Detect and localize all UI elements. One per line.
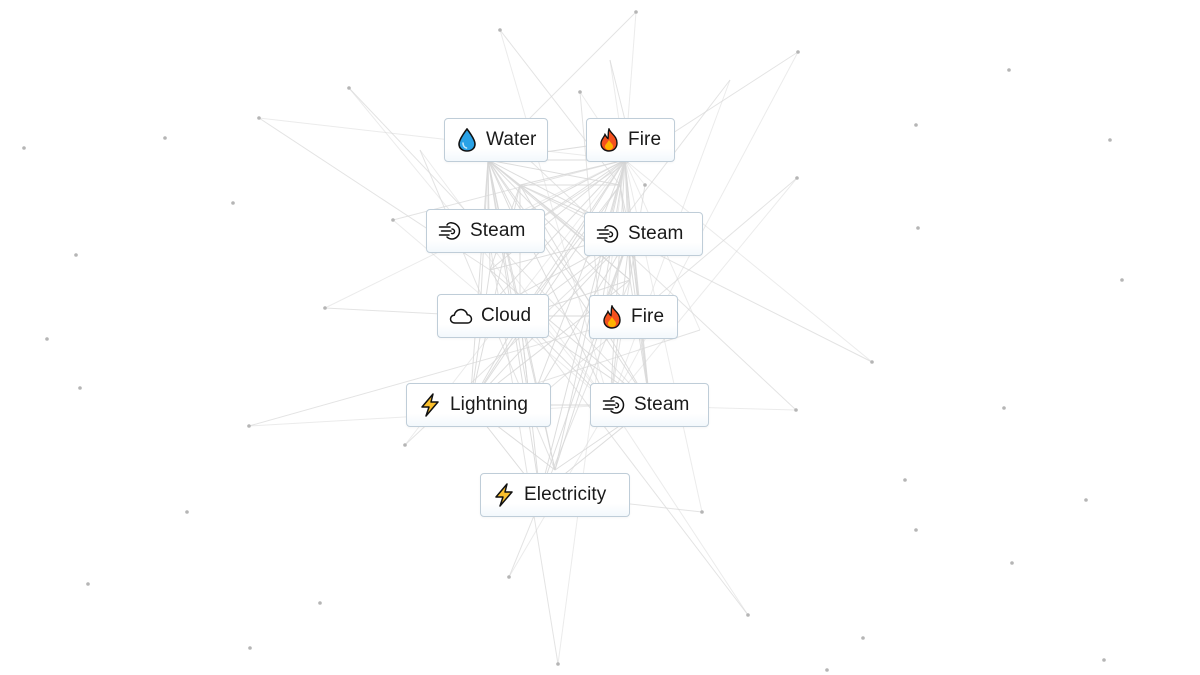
background-dot (578, 90, 582, 94)
element-label: Water (486, 129, 537, 150)
connection-line (487, 159, 621, 186)
background-dot (318, 601, 322, 605)
connection-line (479, 159, 626, 317)
connection-line (469, 159, 626, 406)
steam-icon (602, 393, 626, 417)
background-dot (323, 306, 327, 310)
connection-line (539, 233, 631, 495)
background-dot (746, 613, 750, 617)
element-chip-cloud[interactable]: Cloud (437, 294, 549, 338)
connection-line (609, 404, 749, 616)
lightning-icon (418, 393, 442, 417)
element-chip-steam[interactable]: Steam (426, 209, 545, 253)
background-dot (794, 408, 798, 412)
connection-line (519, 315, 749, 616)
background-dot (45, 337, 49, 341)
steam-icon (596, 222, 620, 246)
element-label: Lightning (450, 394, 529, 415)
steam-icon (438, 219, 462, 243)
element-label: Electricity (524, 484, 607, 505)
connection-line (624, 159, 651, 406)
background-dot (163, 136, 167, 140)
connection-line (624, 159, 646, 186)
background-dot (825, 668, 829, 672)
background-dot (1002, 406, 1006, 410)
background-dot (185, 510, 189, 514)
background-dot (643, 183, 647, 187)
element-label: Fire (631, 306, 665, 327)
connection-line (624, 159, 873, 363)
background-dot (248, 646, 252, 650)
connection-line (519, 184, 631, 281)
background-dot (1007, 68, 1011, 72)
connection-line (419, 149, 611, 406)
background-dot (247, 424, 251, 428)
background-dot (903, 478, 907, 482)
element-label: Steam (634, 394, 690, 415)
background-dot (1102, 658, 1106, 662)
background-dot (391, 218, 395, 222)
background-dot (74, 253, 78, 257)
background-dot (403, 443, 407, 447)
element-chip-fire[interactable]: Fire (589, 295, 678, 339)
background-dot (1108, 138, 1112, 142)
background-dot (556, 662, 560, 666)
connection-line (609, 51, 799, 406)
element-chip-water[interactable]: Water (444, 118, 548, 162)
background-dot (22, 146, 26, 150)
background-dot (1010, 561, 1014, 565)
background-dot (796, 50, 800, 54)
element-label: Steam (470, 220, 526, 241)
lightning-icon (492, 483, 516, 507)
background-dot (257, 116, 261, 120)
fire-icon (598, 128, 620, 152)
background-dot (700, 510, 704, 514)
element-chip-electricity[interactable]: Electricity (480, 473, 630, 517)
background-dot (347, 86, 351, 90)
background-dot (870, 360, 874, 364)
connection-line (248, 315, 641, 427)
background-dot (86, 582, 90, 586)
background-dot (1084, 498, 1088, 502)
connection-line (609, 177, 798, 406)
connection-line (469, 233, 631, 406)
background-dot (916, 226, 920, 230)
background-dot (914, 528, 918, 532)
background-dot (1120, 278, 1124, 282)
background-dot (231, 201, 235, 205)
drop-icon (456, 128, 478, 152)
connection-line (507, 139, 797, 411)
element-chip-steam[interactable]: Steam (584, 212, 703, 256)
connection-line (489, 269, 651, 406)
connection-line (487, 159, 651, 406)
fire-icon (601, 305, 623, 329)
connection-line (487, 159, 641, 317)
connection-line (469, 159, 489, 406)
background-dot (634, 10, 638, 14)
background-dot (795, 176, 799, 180)
background-dot (861, 636, 865, 640)
cloud-icon (449, 304, 473, 328)
connection-line (579, 91, 601, 317)
connection-line (519, 159, 626, 317)
background-dot (498, 28, 502, 32)
connection-line (519, 184, 873, 363)
element-label: Fire (628, 129, 662, 150)
connection-line (499, 29, 611, 406)
connection-line (258, 117, 626, 161)
element-chip-fire[interactable]: Fire (586, 118, 675, 162)
element-chip-lightning[interactable]: Lightning (406, 383, 551, 427)
connection-line (529, 177, 798, 406)
element-label: Cloud (481, 305, 532, 326)
background-dot (78, 386, 82, 390)
element-chip-steam[interactable]: Steam (590, 383, 709, 427)
background-dot (914, 123, 918, 127)
element-label: Steam (628, 223, 684, 244)
background-dot (507, 575, 511, 579)
